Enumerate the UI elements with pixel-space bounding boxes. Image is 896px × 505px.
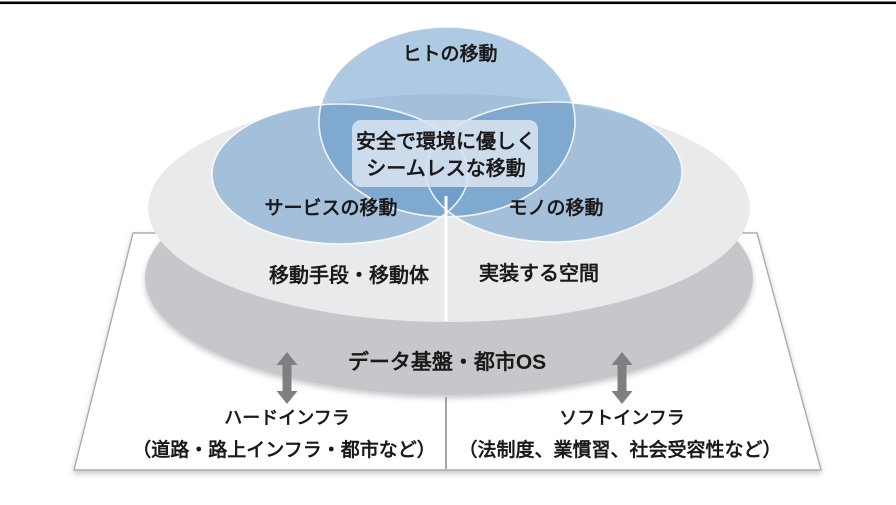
label-people-mobility: ヒトの移動 — [402, 42, 497, 65]
label-goods-mobility: モノの移動 — [508, 196, 603, 219]
label-data-platform-city-os: データ基盤・都市OS — [348, 350, 546, 374]
center-goal-line2: シームレスな移動 — [366, 157, 525, 180]
top-rule — [0, 1, 896, 5]
double-arrow-left-icon — [276, 352, 298, 404]
label-hard-infra-detail: （道路・路上インフラ・都市など） — [132, 438, 435, 461]
label-soft-infra-title: ソフトインフラ — [559, 408, 684, 428]
label-service-mobility: サービスの移動 — [264, 196, 397, 219]
label-hard-infra-title: ハードインフラ — [224, 408, 349, 428]
label-mobility-means: 移動手段・移動体 — [269, 263, 430, 287]
center-goal-badge — [352, 120, 538, 187]
label-soft-infra-detail: （法制度、業慣習、社会受容性など） — [458, 438, 781, 461]
label-implementation-space: 実装する空間 — [479, 261, 599, 285]
center-goal-line1: 安全で環境に優しく — [356, 129, 536, 153]
double-arrow-right-icon — [611, 352, 633, 404]
